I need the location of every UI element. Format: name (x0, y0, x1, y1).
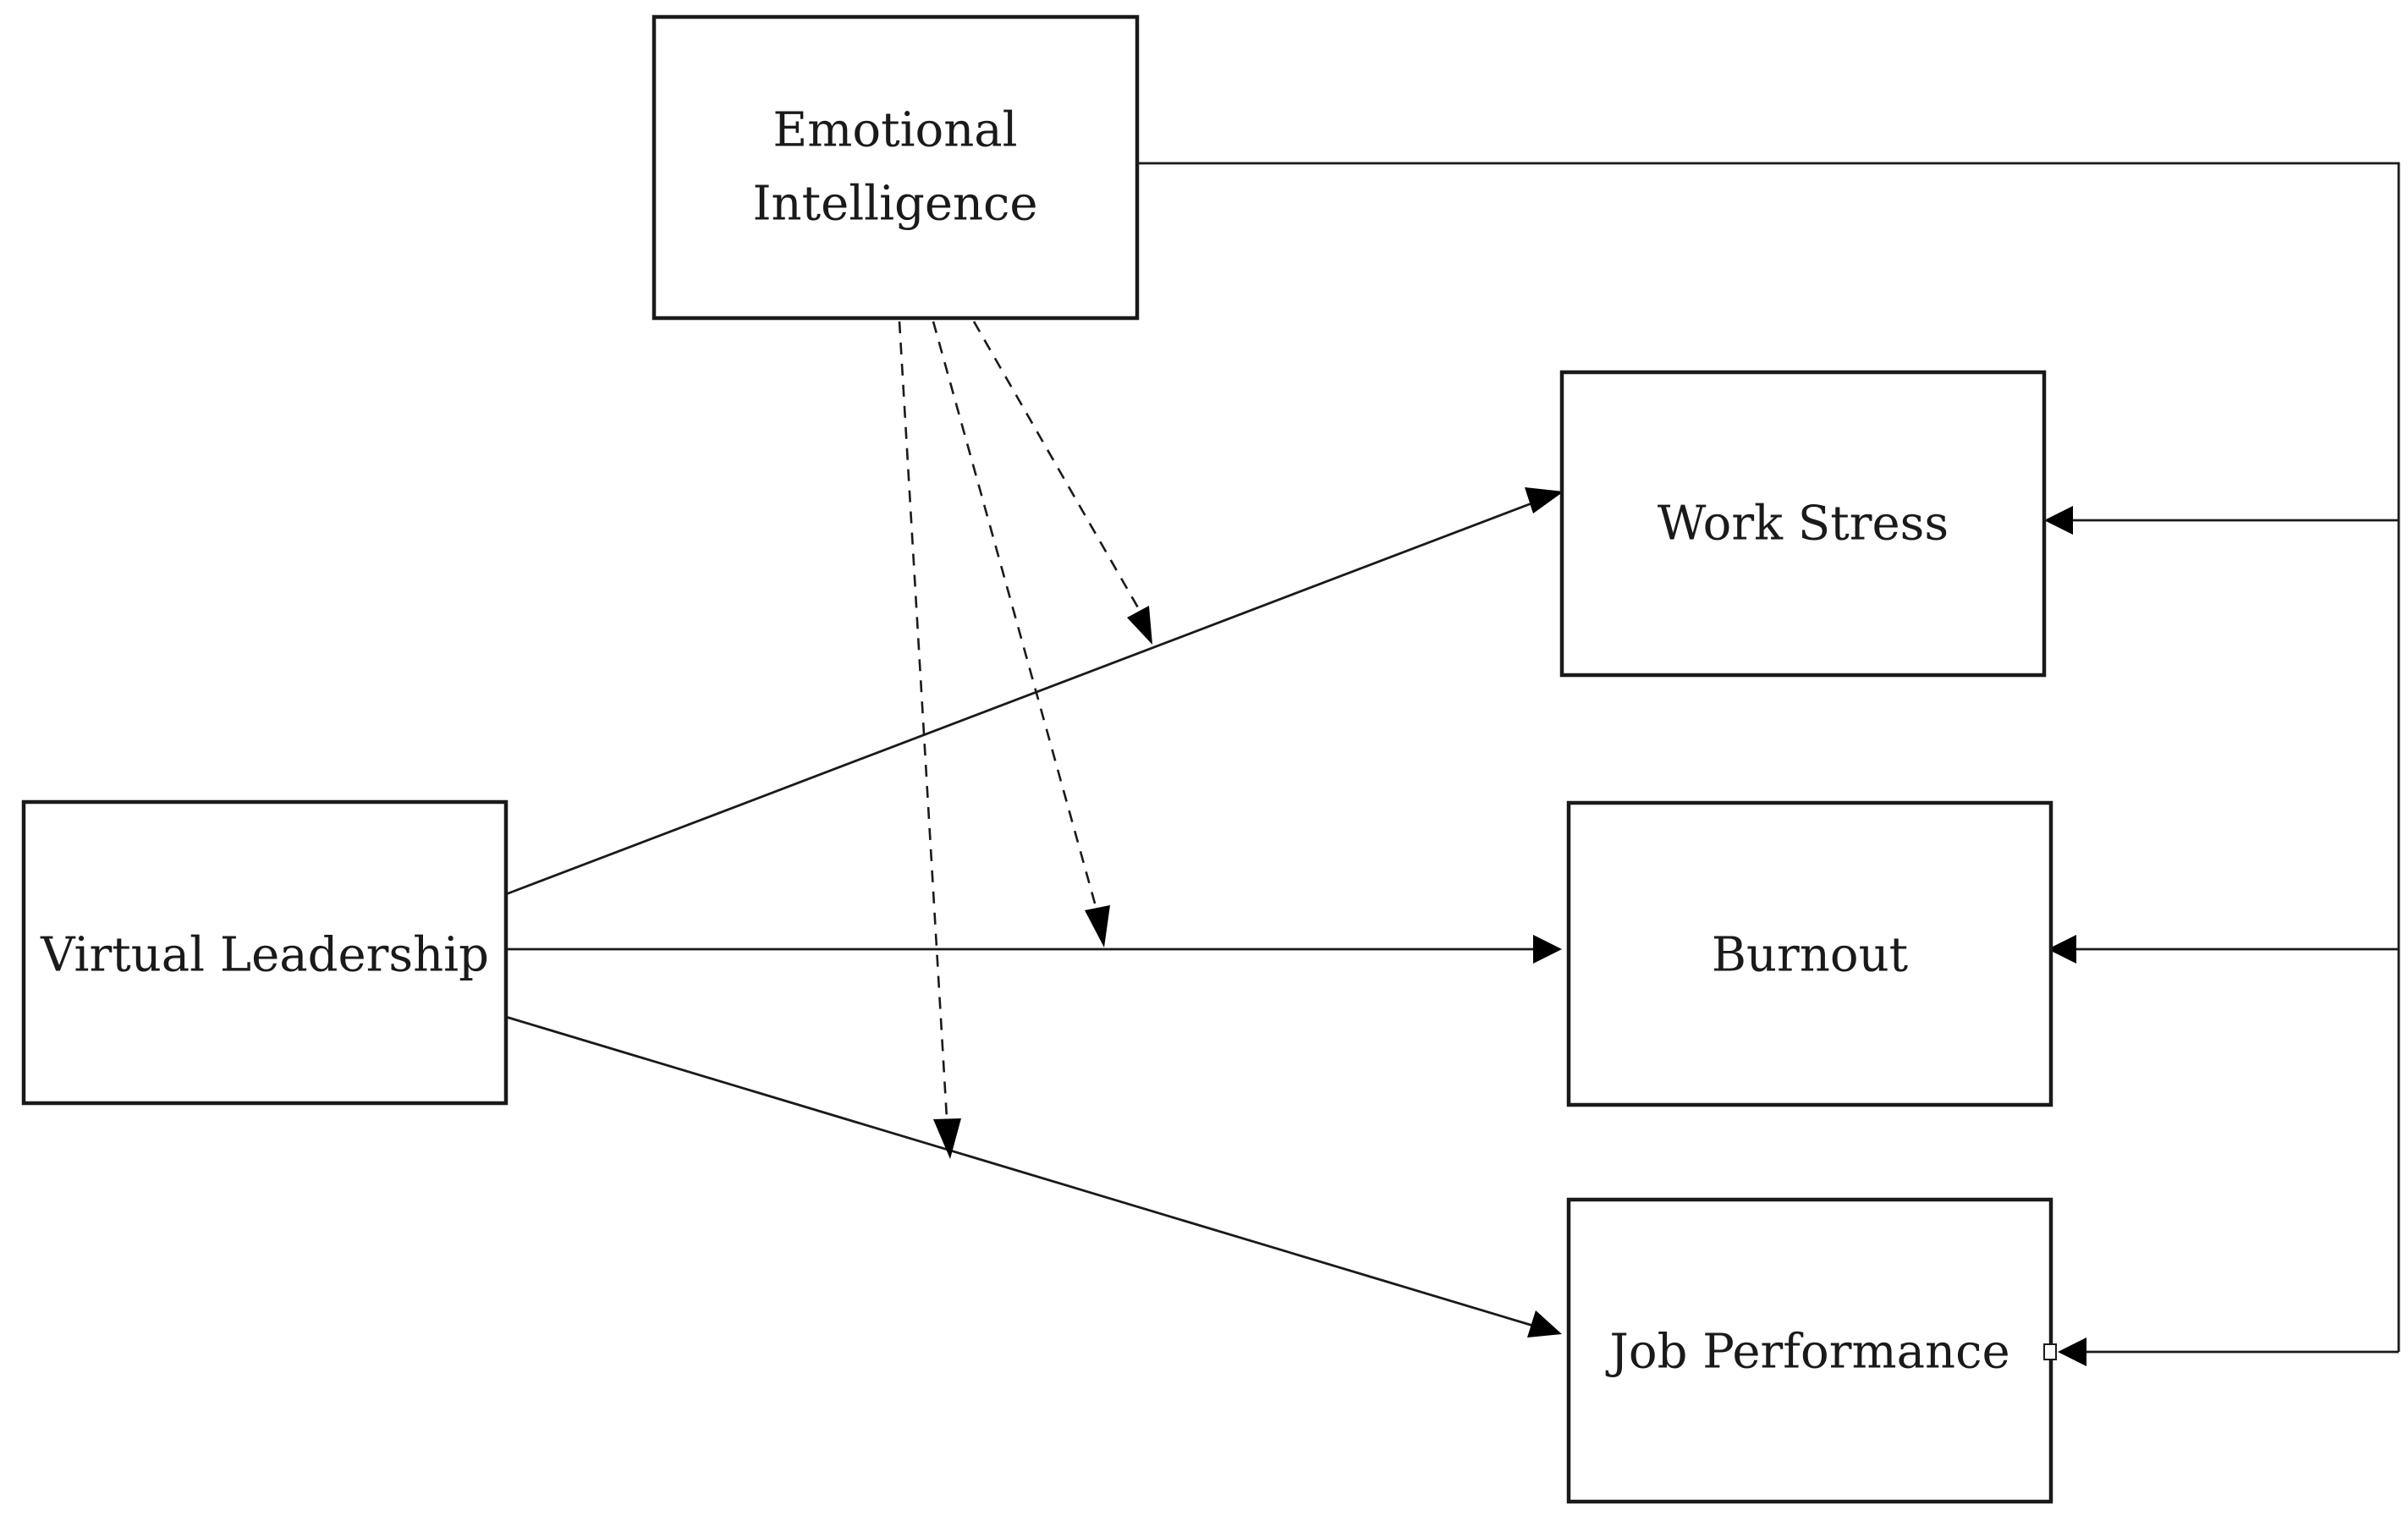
node-burnout: Burnout (1566, 800, 2053, 1107)
arrowhead-burnout-left (1533, 935, 1562, 964)
node-virtual-leadership-label: Virtual Leadership (40, 928, 489, 983)
arrowhead-moderation-burnout (1085, 905, 1110, 948)
node-emotional-intelligence-label-line2: Intelligence (752, 177, 1037, 232)
moderation-emotional-intelligence-to-work-stress-path (972, 321, 1141, 610)
job-performance-connector-marker (2043, 1343, 2057, 1360)
node-emotional-intelligence-label-line1: Emotional (772, 103, 1017, 158)
node-burnout-label: Burnout (1712, 928, 1909, 983)
node-virtual-leadership: Virtual Leadership (21, 799, 509, 1106)
edge-virtual-leadership-to-work-stress (505, 499, 1539, 896)
arrowhead-burnout-right (2048, 935, 2076, 964)
arrowhead-work-stress-right (2044, 506, 2073, 535)
node-job-performance: Job Performance (1566, 1197, 2053, 1504)
arrowhead-moderation-job-performance (933, 1118, 961, 1159)
edge-emotional-intelligence-bracket (1137, 162, 2400, 1352)
node-job-performance-label: Job Performance (1605, 1325, 2009, 1380)
moderation-emotional-intelligence-to-burnout-path (932, 321, 1098, 910)
arrowhead-work-stress-left (1525, 487, 1564, 514)
moderation-emotional-intelligence-to-job-performance-path (898, 321, 948, 1119)
node-work-stress-label: Work Stress (1658, 497, 1949, 552)
node-emotional-intelligence: Emotional Intelligence (651, 14, 1140, 321)
arrowhead-job-performance-left (1527, 1310, 1562, 1337)
edge-virtual-leadership-to-job-performance (505, 1015, 1534, 1327)
node-work-stress: Work Stress (1559, 370, 2047, 678)
arrowhead-job-performance-right (2058, 1337, 2086, 1366)
arrowhead-moderation-work-stress (1127, 606, 1152, 645)
